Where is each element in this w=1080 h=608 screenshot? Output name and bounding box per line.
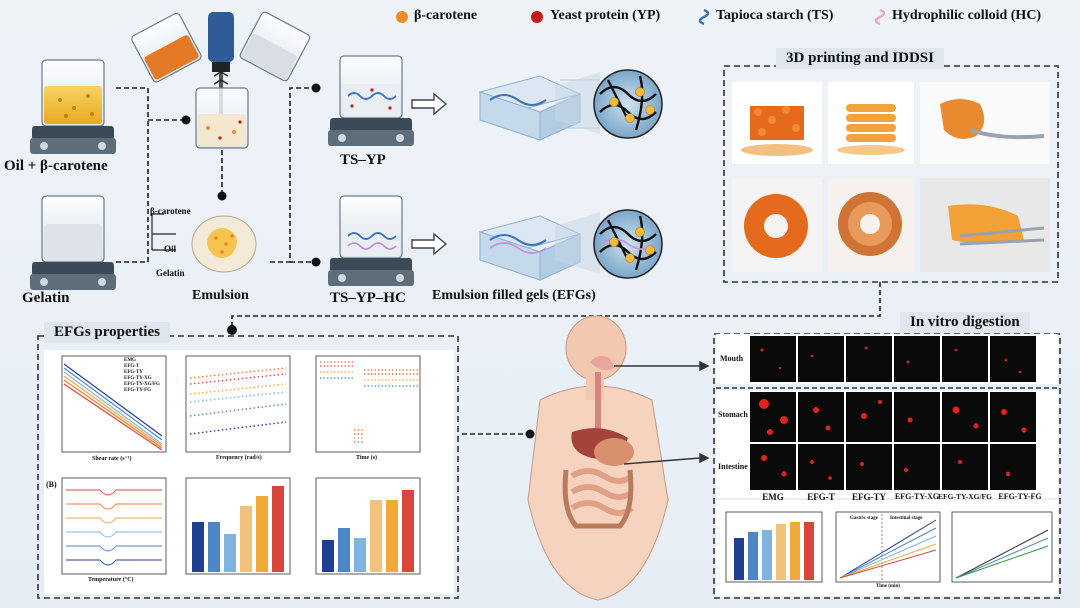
sample-legend: EMG EFG-T EFG-TY EFG-TY-XG EFG-TY-XG/FG … xyxy=(124,358,160,393)
emulsion-droplet xyxy=(151,213,257,273)
ts-yp-hc-label: TS–YP–HC xyxy=(330,290,406,306)
digestion-charts xyxy=(725,511,1053,583)
homogenizer xyxy=(131,11,311,149)
stage-intestinal: Intestinal stage xyxy=(890,516,923,521)
time-curves xyxy=(320,361,418,443)
process-arrows xyxy=(411,92,448,256)
bioaccessibility-bars xyxy=(734,522,814,580)
sample-efg-t: EFG-T xyxy=(807,492,835,502)
micrograph-grid xyxy=(750,336,1036,490)
sample-efg-ty-fg: EFG-TY-FG xyxy=(998,492,1042,501)
release-x-label: Time (min) xyxy=(876,584,900,589)
pink-squiggle-icon xyxy=(874,8,886,26)
chewiness-bars xyxy=(322,490,414,572)
sample-efg-ty: EFG-TY xyxy=(851,492,886,502)
emulsion-structure-oil: Oil xyxy=(164,244,177,254)
properties-panel xyxy=(37,335,459,599)
legend-yeast-protein: Yeast protein (YP) xyxy=(550,8,661,23)
human-body xyxy=(527,315,669,601)
beaker-oil xyxy=(30,59,116,154)
row-mouth: Mouth xyxy=(720,354,744,363)
legend: β-carotene Yeast protein (YP) Tapioca st… xyxy=(392,6,1076,28)
beaker-gelatin xyxy=(30,195,116,290)
micrograph-spots xyxy=(759,346,1027,480)
property-charts xyxy=(61,355,421,575)
emulsion-label: Emulsion xyxy=(192,288,249,303)
frequency-curves xyxy=(189,367,287,435)
shear-rate-curves xyxy=(63,363,163,451)
gelatin-label: Gelatin xyxy=(22,290,70,306)
printing-title: 3D printing and IDDSI xyxy=(776,48,944,69)
beaker-ts-yp-hc xyxy=(328,195,414,286)
digestion-title: In vitro digestion xyxy=(900,312,1030,333)
emulsion-structure-carotene: β-carotene xyxy=(150,206,191,216)
sample-efg-ty-xg: EFG-TY-XG xyxy=(894,492,940,501)
gel-block-bottom xyxy=(478,209,663,281)
shear-x-label: Shear rate (s⁻¹) xyxy=(92,456,132,462)
gel-block-top xyxy=(478,69,663,141)
beaker-ts-yp xyxy=(328,55,414,146)
dsc-curves xyxy=(66,489,162,566)
row-stomach: Stomach xyxy=(718,410,748,419)
legend-hydrophilic-colloid: Hydrophilic colloid (HC) xyxy=(892,8,1042,23)
emulsion-structure-gelatin: Gelatin xyxy=(156,268,185,278)
properties-title: EFGs properties xyxy=(44,322,170,343)
flow-connectors xyxy=(116,87,881,435)
sample-efg-ty-xgfg: EFG-TY-XG/FG xyxy=(938,492,992,501)
freq-x-label: Frequency (rad/s) xyxy=(216,455,262,461)
row-intestine: Intestine xyxy=(718,462,748,471)
orange-dot-icon xyxy=(396,11,408,23)
sample-emg: EMG xyxy=(762,492,784,502)
dsc-x-label: Temperature (°C) xyxy=(88,577,134,583)
release-curves xyxy=(839,514,937,580)
ts-yp-label: TS–YP xyxy=(340,152,386,168)
panel-b-label: (B) xyxy=(46,480,57,489)
stage-gastric: Gastric stage xyxy=(850,516,878,521)
legend-icons xyxy=(396,8,886,26)
printing-panel xyxy=(723,65,1059,283)
oil-label: Oil + β-carotene xyxy=(4,158,108,174)
red-dot-icon xyxy=(531,11,543,23)
hardness-bars xyxy=(192,486,284,572)
kinetics-curves xyxy=(955,529,1049,579)
time-x-label: Time (s) xyxy=(356,455,378,461)
blue-squiggle-icon xyxy=(698,8,710,26)
legend-tapioca-starch: Tapioca starch (TS) xyxy=(716,8,834,23)
printing-photos xyxy=(732,82,1050,272)
legend-beta-carotene: β-carotene xyxy=(414,8,478,23)
body-pointers xyxy=(614,360,710,465)
efg-label: Emulsion filled gels (EFGs) xyxy=(432,288,596,303)
